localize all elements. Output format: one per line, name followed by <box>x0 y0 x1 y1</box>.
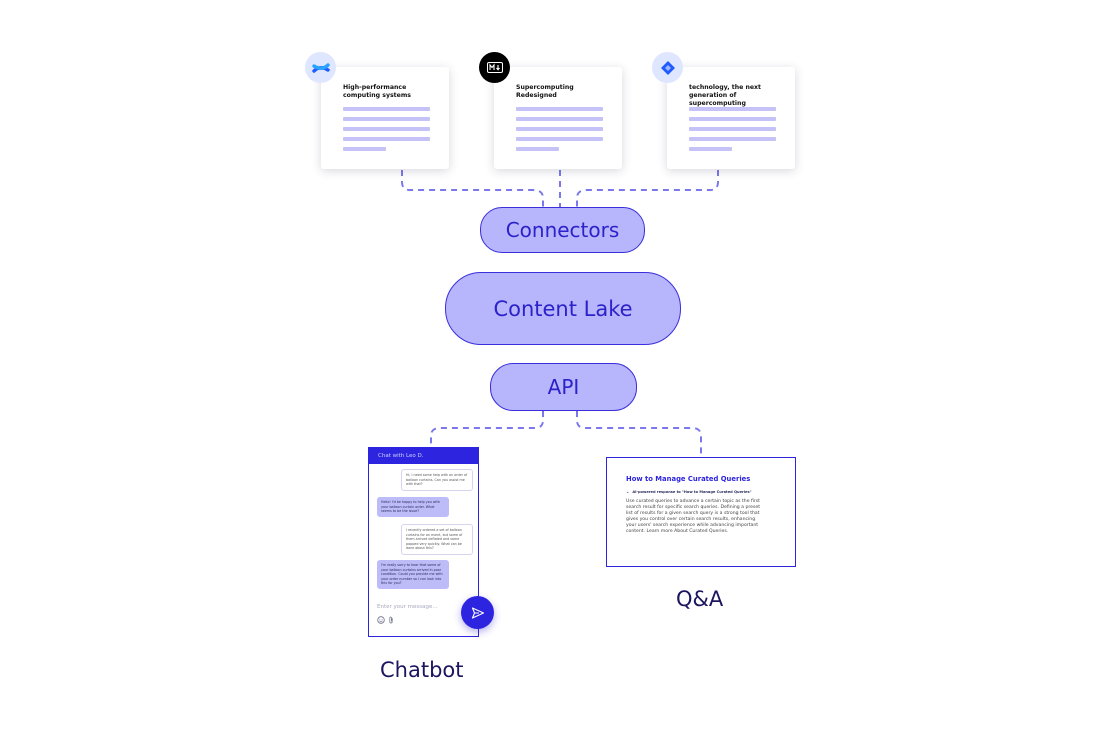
chevron-down-icon[interactable]: ⌄ <box>626 489 630 494</box>
qa-title: How to Manage Curated Queries <box>626 475 751 483</box>
text-line <box>516 127 603 131</box>
source-card: Supercomputing Redesigned <box>494 67 622 169</box>
source-card-title: Supercomputing Redesigned <box>516 84 574 99</box>
source-card-title: technology, the next generation of super… <box>689 84 762 107</box>
qa-subtitle: ⌄AI-powered response to "How to Manage C… <box>626 489 752 494</box>
text-line <box>689 127 776 131</box>
jira-icon <box>652 52 683 83</box>
text-line <box>343 147 386 151</box>
text-line <box>689 117 776 121</box>
chat-header: Chat with Leo D. <box>369 448 478 464</box>
user-message: Hi, I need some help with an order of ba… <box>401 469 473 491</box>
text-line <box>343 137 430 141</box>
qa-answer: Use curated queries to advance a certain… <box>626 499 761 535</box>
text-line <box>516 117 603 121</box>
text-line <box>516 107 603 111</box>
api-node: API <box>490 363 637 411</box>
chatbot-caption: Chatbot <box>380 658 464 682</box>
text-line <box>343 127 430 131</box>
qa-panel: How to Manage Curated Queries ⌄AI-powere… <box>606 457 796 567</box>
message-input[interactable]: Enter your message... <box>377 604 438 610</box>
emoji-icon[interactable] <box>377 616 385 624</box>
source-card: High-performance computing systems <box>321 67 449 169</box>
source-card-title: High-performance computing systems <box>343 84 411 99</box>
text-line <box>516 137 603 141</box>
text-line <box>689 147 732 151</box>
send-icon <box>471 606 484 619</box>
attachment-icon[interactable] <box>388 616 394 624</box>
send-button[interactable] <box>461 596 494 629</box>
confluence-icon <box>305 52 336 83</box>
text-line <box>343 107 430 111</box>
source-card: technology, the next generation of super… <box>667 67 795 169</box>
qa-caption: Q&A <box>676 587 724 611</box>
link-qa <box>576 411 702 456</box>
bot-message: Hello! I'd be happy to help you with you… <box>377 497 449 517</box>
content-lake-node: Content Lake <box>445 272 681 345</box>
text-line <box>343 117 430 121</box>
text-line <box>516 147 559 151</box>
bot-message: I'm really sorry to hear that some of yo… <box>377 560 449 589</box>
chatbot-window: Chat with Leo D. Hi, I need some help wi… <box>368 447 479 637</box>
markdown-icon <box>479 52 510 83</box>
link-source-1 <box>401 170 544 207</box>
text-line <box>689 137 776 141</box>
input-tools <box>377 616 394 624</box>
text-line <box>689 107 776 111</box>
user-message: I recently ordered a set of balloon curt… <box>401 524 473 555</box>
link-source-3 <box>576 170 719 207</box>
connectors-node: Connectors <box>480 207 645 253</box>
link-chatbot <box>430 411 544 446</box>
qa-subtitle-text: AI-powered response to "How to Manage Cu… <box>632 490 752 494</box>
